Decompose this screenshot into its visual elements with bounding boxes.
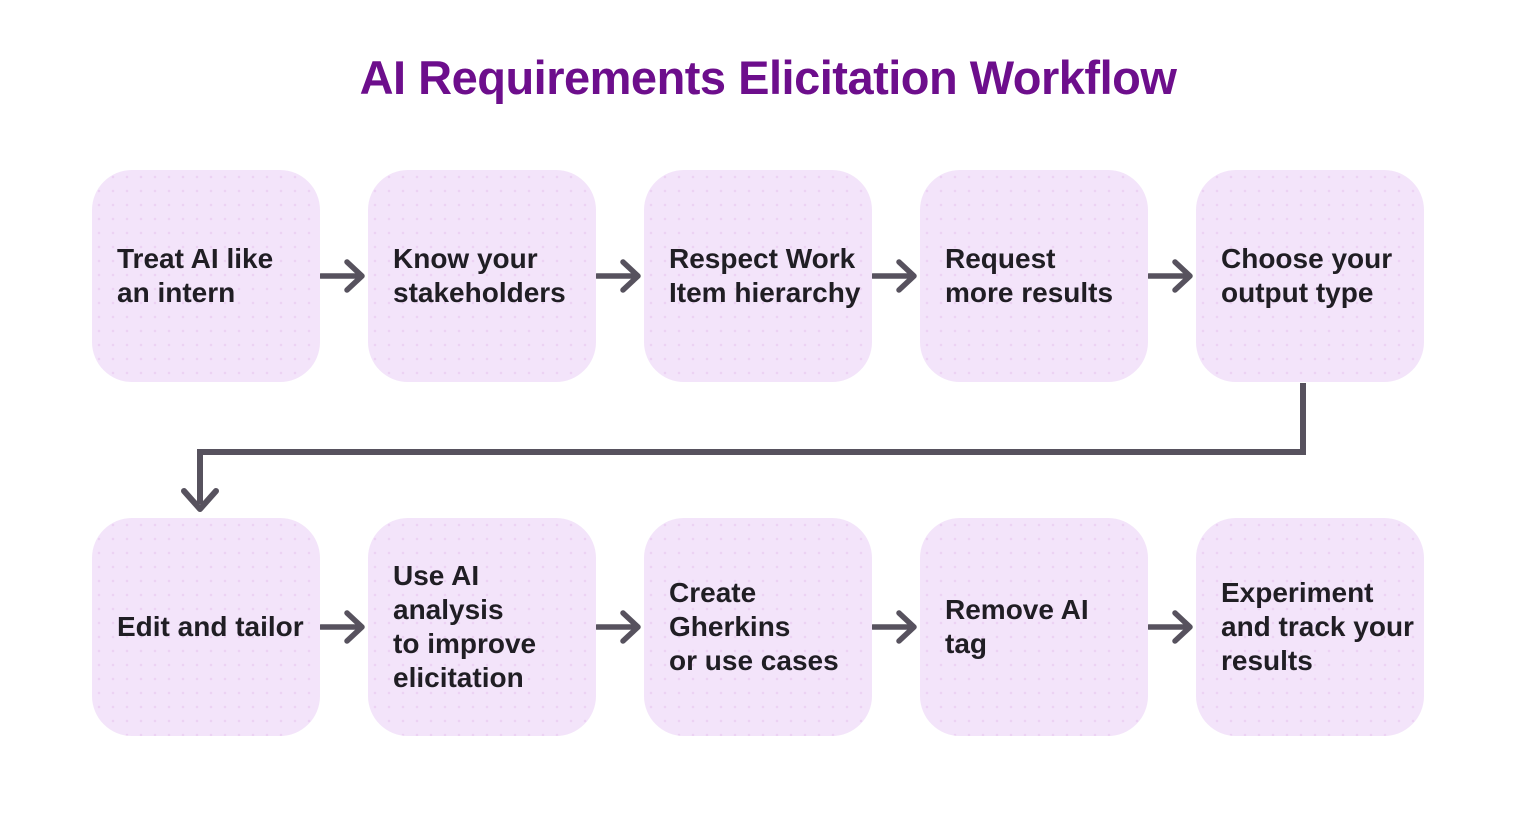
arrow-right-icon	[320, 518, 368, 736]
workflow-row-1: Treat AI like an intern Know your stakeh…	[92, 170, 1424, 382]
step-label: Know your stakeholders	[393, 242, 566, 308]
step-box-treat-ai-like-an-intern: Treat AI like an intern	[92, 170, 320, 382]
diagram-title: AI Requirements Elicitation Workflow	[359, 51, 1177, 104]
step-label: Create Gherkins or use cases	[669, 576, 839, 677]
arrow-right-icon	[1148, 170, 1196, 382]
arrow-right-icon	[596, 170, 644, 382]
step-box-choose-your-output-type: Choose your output type	[1196, 170, 1424, 382]
arrow-right-icon	[872, 170, 920, 382]
arrow-down-icon	[181, 488, 219, 512]
step-box-respect-work-item-hierarchy: Respect Work Item hierarchy	[644, 170, 872, 382]
step-box-request-more-results: Request more results	[920, 170, 1148, 382]
step-box-remove-ai-tag: Remove AI tag	[920, 518, 1148, 736]
workflow-row-2: Edit and tailor Use AI analysis to impro…	[92, 518, 1424, 736]
step-label: Edit and tailor	[117, 610, 304, 642]
step-box-experiment-and-track: Experiment and track your results	[1196, 518, 1424, 736]
step-box-know-your-stakeholders: Know your stakeholders	[368, 170, 596, 382]
step-label: Choose your output type	[1221, 242, 1393, 308]
step-box-edit-and-tailor: Edit and tailor	[92, 518, 320, 736]
step-label: Request more results	[945, 242, 1114, 308]
step-label: Respect Work Item hierarchy	[669, 242, 861, 308]
arrow-right-icon	[872, 518, 920, 736]
arrow-right-icon	[1148, 518, 1196, 736]
step-label: Treat AI like an intern	[117, 242, 274, 308]
step-box-create-gherkins: Create Gherkins or use cases	[644, 518, 872, 736]
step-label: Use AI analysis to improve elicitation	[393, 559, 537, 694]
connector-elbow-line	[197, 383, 1306, 504]
arrow-right-icon	[596, 518, 644, 736]
arrow-right-icon	[320, 170, 368, 382]
step-label: Experiment and track your results	[1221, 576, 1414, 677]
step-box-use-ai-analysis: Use AI analysis to improve elicitation	[368, 518, 596, 736]
step-label: Remove AI tag	[945, 593, 1089, 659]
